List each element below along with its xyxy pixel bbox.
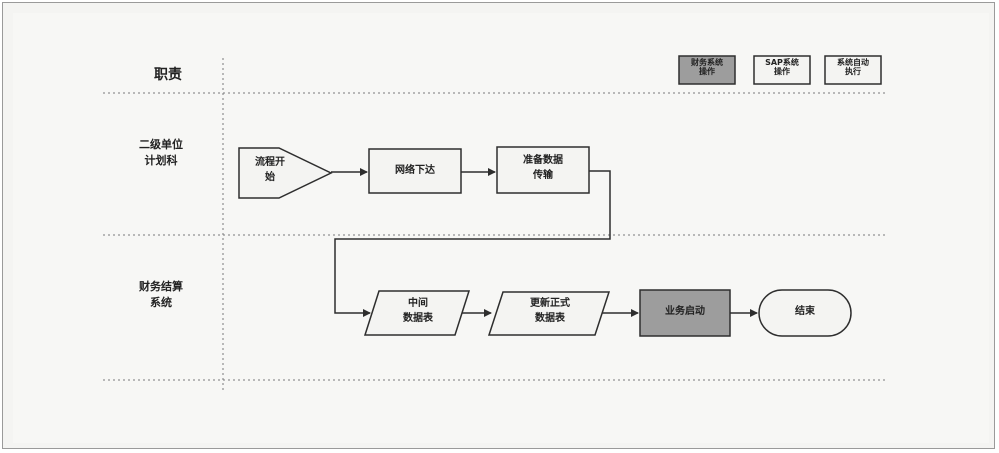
end-node-shape [758,289,852,337]
network-issue-shape [368,148,462,194]
legend-label-sap: SAP系统 操作 [765,58,799,77]
intermediate-table-shape [363,290,471,336]
legend-box-sap [753,55,811,85]
arrow-prepare-to-intermediate [334,170,611,317]
business-activate-shape [639,289,731,337]
legend-label-auto: 系统自动 执行 [837,58,869,77]
start-node-shape [238,147,333,199]
legend-box-finance [678,55,736,85]
lane-label-finance-system: 财务结算 系统 [139,280,183,309]
update-formal-table-label: 更新正式 数据表 [530,298,570,324]
legend-label-finance: 财务系统 操作 [691,58,723,77]
prepare-transfer-shape [496,146,590,194]
business-activate-label: 业务启动 [665,306,705,317]
legend-box-auto [824,55,882,85]
prepare-transfer-label: 准备数据 传输 [523,155,563,181]
update-formal-table-shape [487,291,611,336]
end-node-label: 结束 [795,306,815,317]
diagram-paper: 职责 财务系统 操作 SAP系统 操作 系统自动 执行 二级单位 计划科 财务结… [13,13,989,443]
network-issue-label: 网络下达 [395,165,435,176]
intermediate-table-label: 中间 数据表 [403,298,433,324]
lane-label-planning: 二级单位 计划科 [139,138,183,167]
flowchart-canvas [103,55,885,393]
responsibility-header: 职责 [154,67,182,83]
start-node-label: 流程开 始 [255,157,285,183]
